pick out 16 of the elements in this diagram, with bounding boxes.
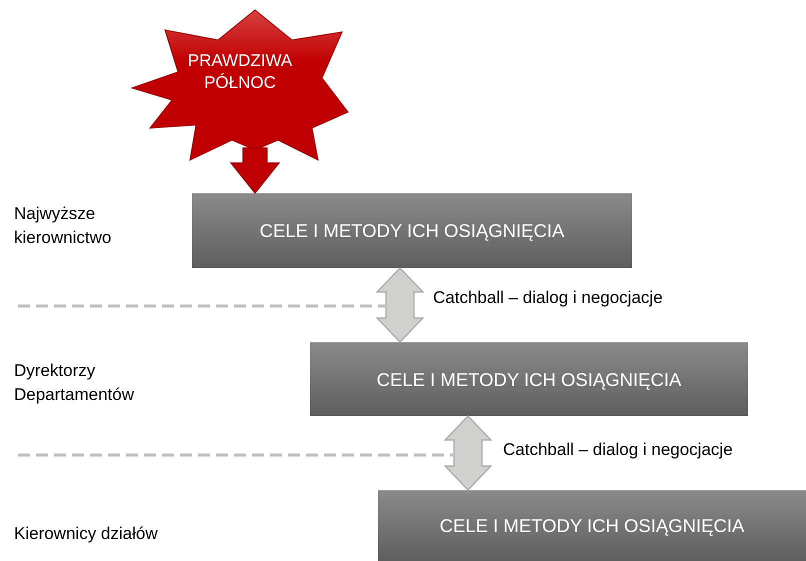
- arrow: [230, 147, 280, 194]
- edge-label: Catchball – dialog i negocjacje: [433, 288, 663, 308]
- process-box: [378, 490, 806, 561]
- node-text: CELE I METODY ICH OSIĄGNIĘCIA: [440, 515, 744, 537]
- level-label: Dyrektorzy Departamentów: [14, 360, 136, 406]
- double-arrow: [444, 415, 492, 491]
- double-arrow: [376, 267, 424, 343]
- node-text: CELE I METODY ICH OSIĄGNIĘCIA: [376, 368, 682, 390]
- level-label: Kierownicy działów: [14, 523, 159, 545]
- process-box: [310, 342, 748, 416]
- node-text: CELE I METODY ICH OSIĄGNIĘCIA: [260, 220, 564, 242]
- edge-label: Catchball – dialog i negocjacje: [503, 440, 733, 460]
- level-label: Najwyższe kierownictwo: [14, 203, 112, 249]
- node-text: PRAWDZIWA PÓŁNOC: [186, 50, 294, 93]
- process-box: [192, 193, 632, 268]
- star-shape: [130, 8, 350, 163]
